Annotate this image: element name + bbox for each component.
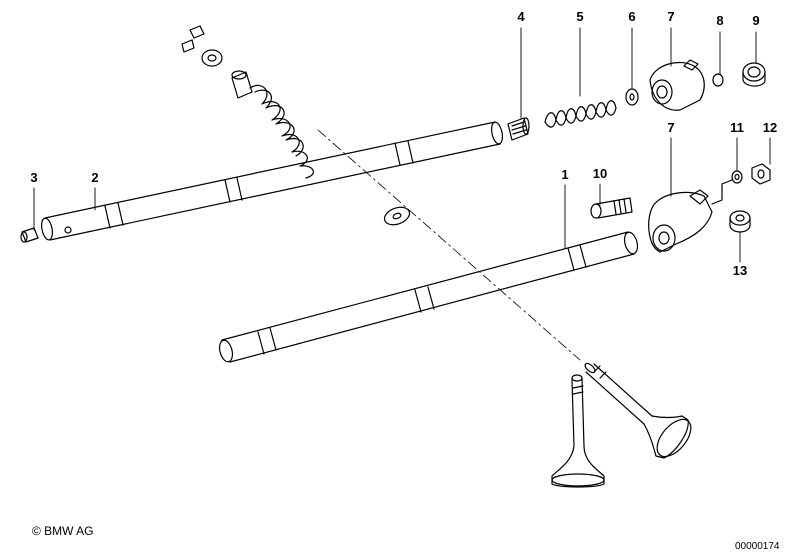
ring: [729, 210, 751, 233]
rocker-shaft-lower: [218, 231, 639, 363]
bolt: [590, 197, 633, 219]
callout-3: 3: [30, 170, 38, 185]
callout-1: 1: [561, 167, 569, 182]
callout-5: 5: [576, 9, 584, 24]
valve-keepers: [181, 25, 205, 53]
end-cap: [742, 62, 766, 87]
washer-6: [625, 88, 639, 106]
nut: [751, 163, 771, 185]
washer-11: [731, 170, 743, 184]
callout-4: 4: [517, 9, 525, 24]
thrust-washer: [383, 206, 411, 226]
valve-spring-left: [249, 84, 314, 179]
shaft-bushing: [507, 117, 530, 141]
callout-12: 12: [762, 120, 778, 135]
rocker-spring: [544, 100, 617, 128]
exhaust-valve: [584, 362, 692, 459]
callout-8: 8: [716, 13, 724, 28]
circlip: [712, 73, 724, 87]
adjusting-screw: [20, 227, 39, 243]
callout-13: 13: [732, 263, 748, 278]
callout-2: 2: [91, 170, 99, 185]
spring-retainer: [201, 49, 223, 67]
callout-7-upper: 7: [667, 9, 675, 24]
leader-lines: [33, 27, 771, 263]
spring-seat: [231, 70, 253, 99]
rocker-arm-upper: [649, 59, 705, 111]
copyright-notice: © BMW AG: [32, 524, 94, 538]
callout-10: 10: [592, 166, 608, 181]
callout-6: 6: [628, 9, 636, 24]
assembly-centerline: [317, 129, 581, 361]
rocker-arm-lower: [648, 179, 733, 253]
callout-9: 9: [752, 13, 760, 28]
document-number: 00000174: [735, 541, 780, 552]
intake-valve: [551, 374, 605, 488]
rocker-shaft-upper: [41, 121, 503, 241]
callout-7-lower: 7: [667, 120, 675, 135]
callout-11: 11: [730, 120, 744, 135]
